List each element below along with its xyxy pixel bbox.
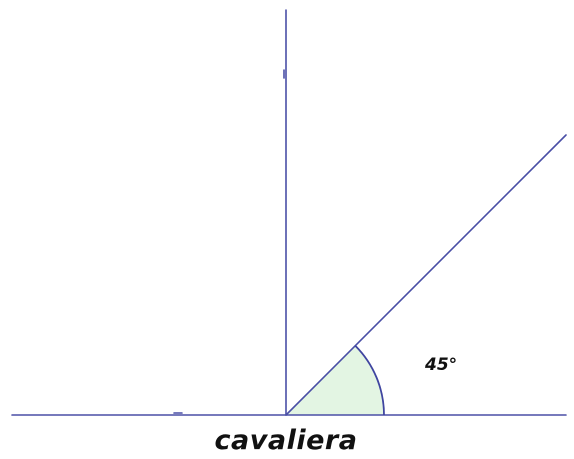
angle-arc <box>354 345 385 416</box>
oblique-axis-45-degrees <box>285 134 567 416</box>
diagram-caption: cavaliera <box>215 425 358 456</box>
angle-label: 45° <box>424 355 457 375</box>
angle-sector-fill <box>286 345 384 415</box>
